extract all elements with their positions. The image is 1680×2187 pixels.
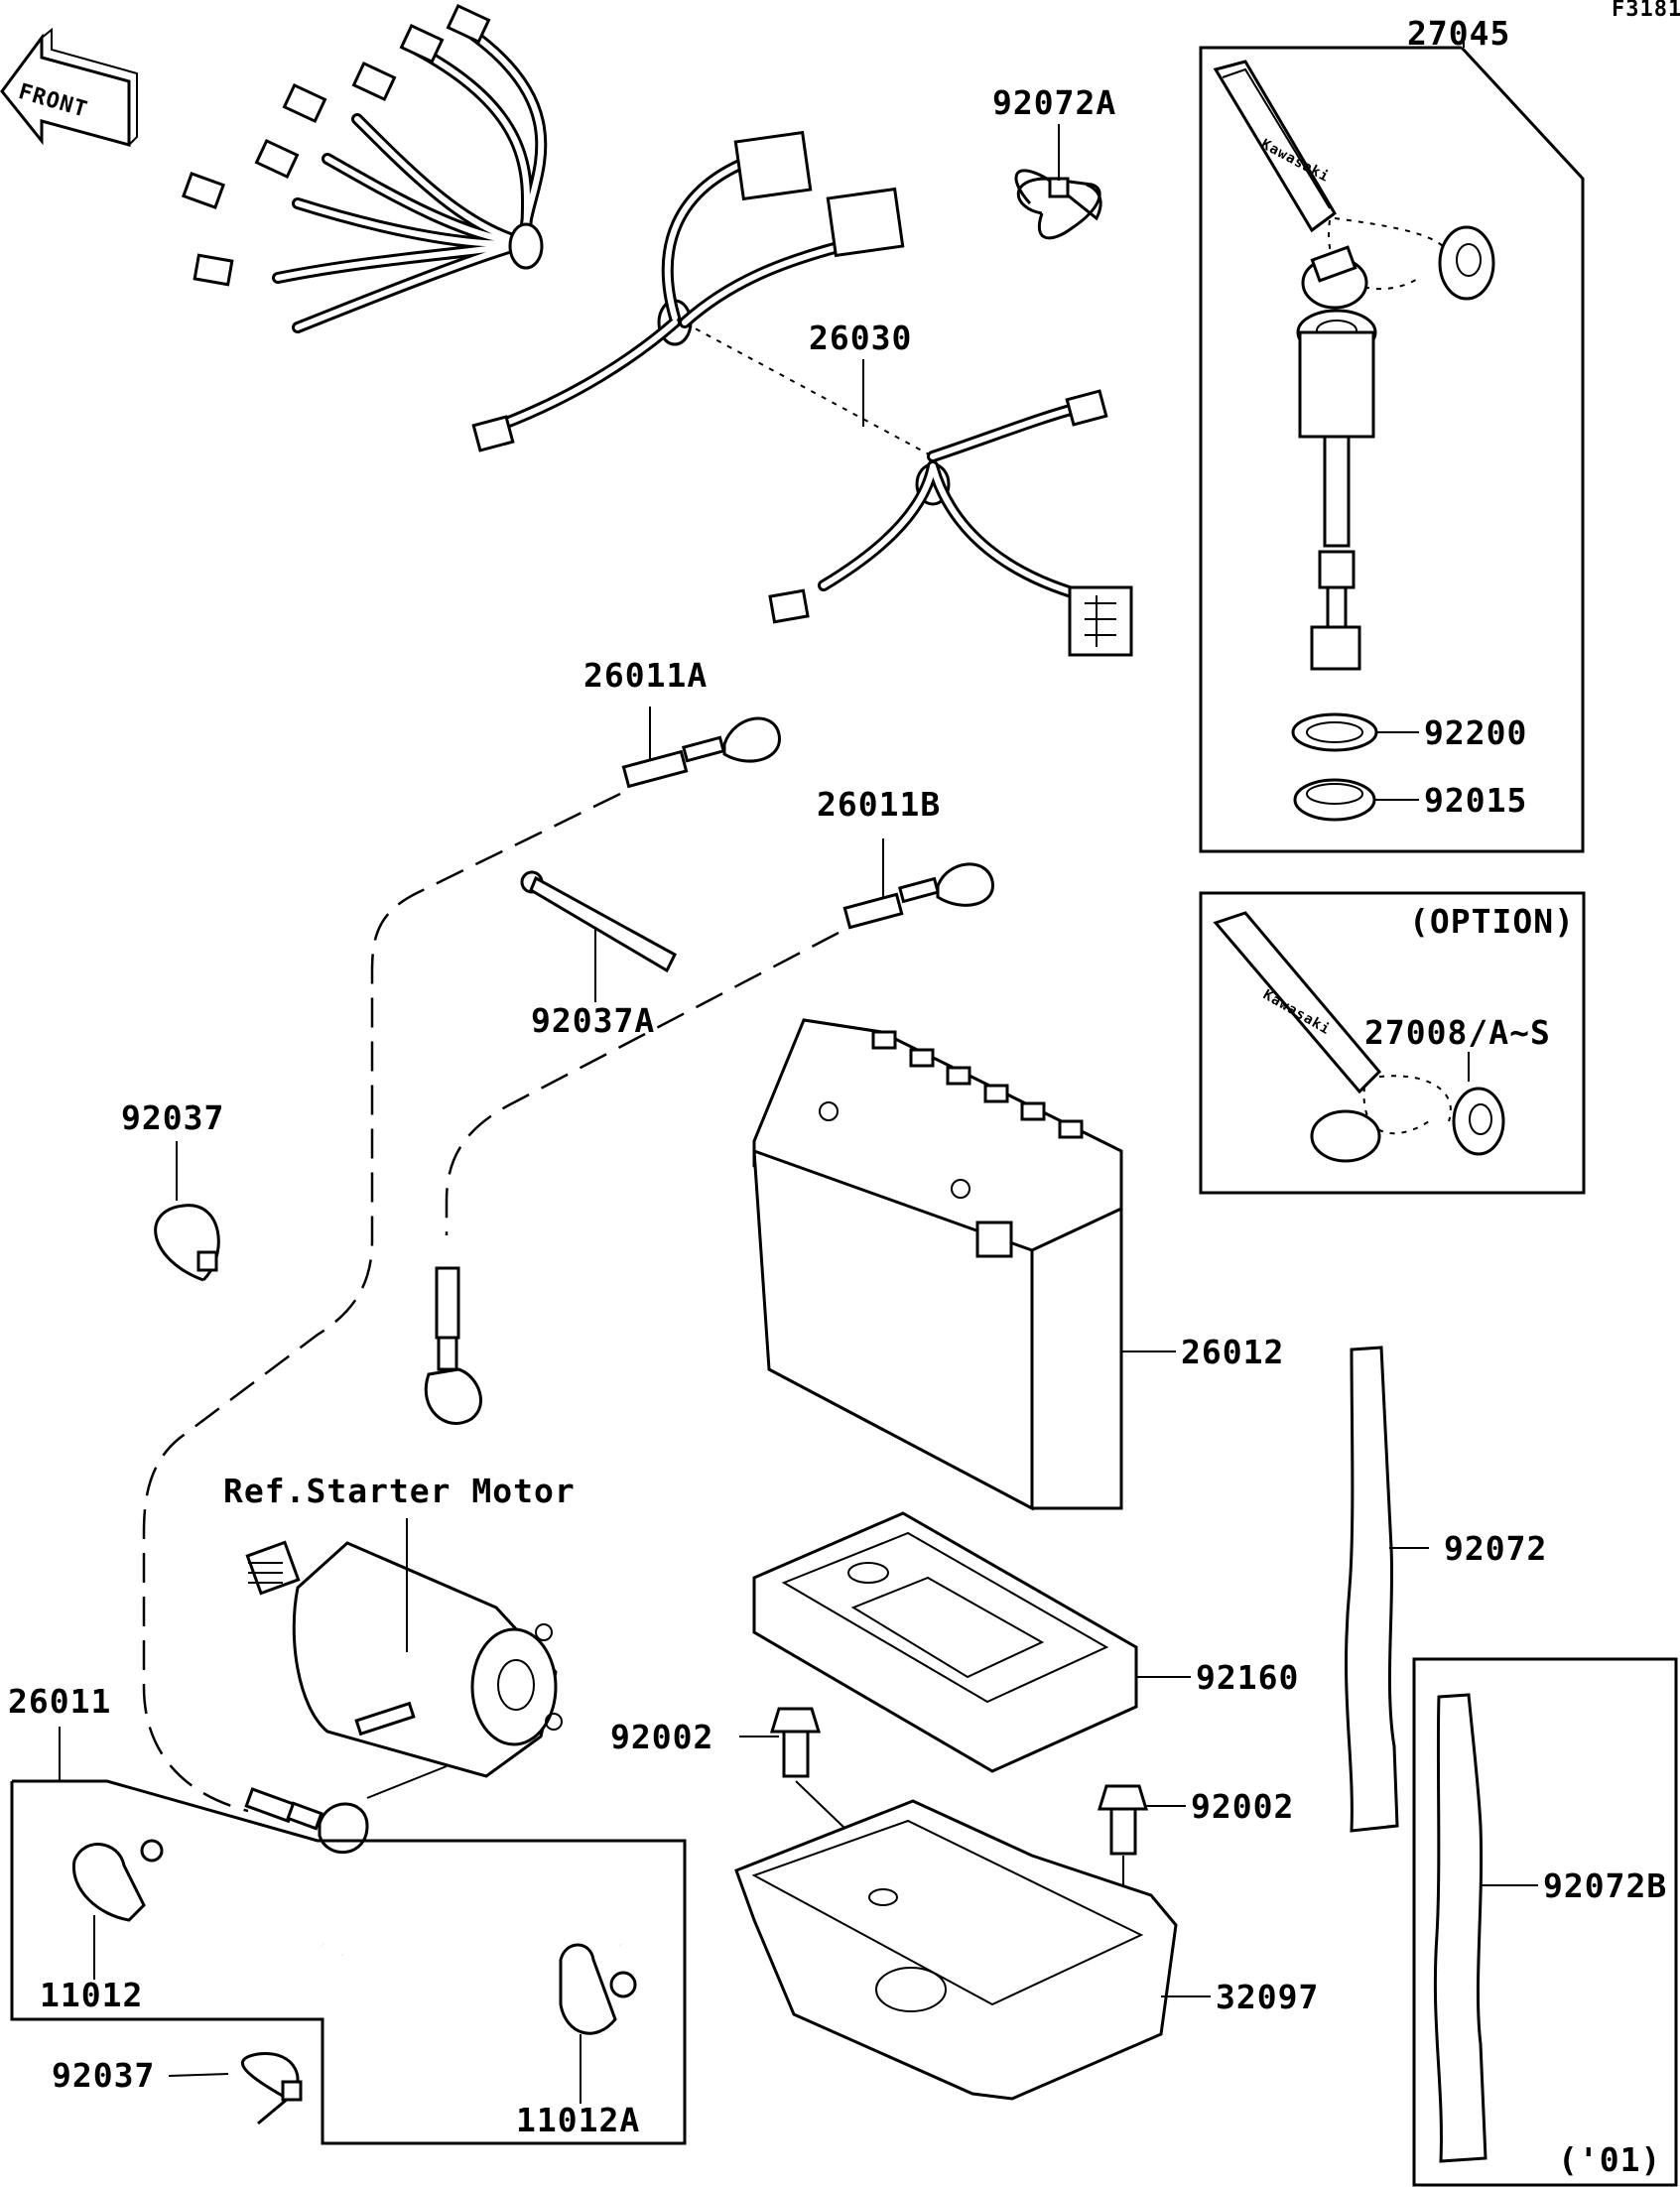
clamp-92037-top [154, 1141, 220, 1282]
label-92072a: 92072A [992, 83, 1116, 122]
strap-92072b [1412, 1657, 1678, 2187]
battery-case-32097 [734, 1799, 1211, 2101]
cotter-92037a [520, 870, 677, 1002]
cable-set-26011 [10, 1727, 687, 2145]
starter-motor [245, 1518, 563, 1778]
label-26011b: 26011B [817, 785, 941, 824]
clamp-92037-bottom [168, 2052, 303, 2125]
label-92037a: 92037A [531, 1001, 655, 1040]
strap-92072 [1345, 1346, 1429, 1833]
label-27008: 27008/A~S [1364, 1013, 1551, 1052]
battery-cable-end [424, 1266, 483, 1425]
label-92200: 92200 [1424, 713, 1527, 752]
label-26030: 26030 [809, 319, 912, 357]
label-92002-right: 92002 [1191, 1787, 1294, 1826]
clamp-92072a [1014, 169, 1102, 240]
key-set-27045: Kawasaki [1199, 35, 1585, 853]
figure-ref: F3181 [1612, 0, 1680, 22]
label-92002-left: 92002 [610, 1718, 713, 1756]
label-92160: 92160 [1196, 1658, 1299, 1697]
label-year-01: ('01) [1558, 2140, 1661, 2179]
label-92072b: 92072B [1543, 1866, 1667, 1905]
cable-26011a [621, 707, 781, 789]
label-27045: 27045 [1407, 14, 1510, 53]
label-26011: 26011 [8, 1682, 111, 1721]
label-92015: 92015 [1424, 781, 1527, 820]
label-11012a: 11012A [516, 2101, 640, 2139]
main-harness-26030 [181, 3, 1165, 657]
battery-26012 [752, 1018, 1176, 1511]
label-option: (OPTION) [1409, 902, 1575, 941]
option-key-27008: Kawasaki [1199, 891, 1586, 1195]
label-11012: 11012 [40, 1976, 143, 2014]
battery-pad-92160 [752, 1511, 1191, 1773]
cable-26011b [842, 838, 994, 930]
front-arrow-icon: FRONT [0, 27, 138, 147]
label-26012: 26012 [1181, 1333, 1284, 1371]
label-26011a: 26011A [583, 656, 708, 695]
label-32097: 32097 [1216, 1978, 1319, 2016]
bolt-92002-right [1097, 1784, 1186, 1940]
label-92037-bottom: 92037 [52, 2056, 155, 2095]
label-92072: 92072 [1444, 1529, 1547, 1568]
label-92037-top: 92037 [121, 1098, 224, 1137]
bolt-92002-left [739, 1707, 874, 1910]
label-ref-starter-motor: Ref.Starter Motor [223, 1472, 576, 1510]
